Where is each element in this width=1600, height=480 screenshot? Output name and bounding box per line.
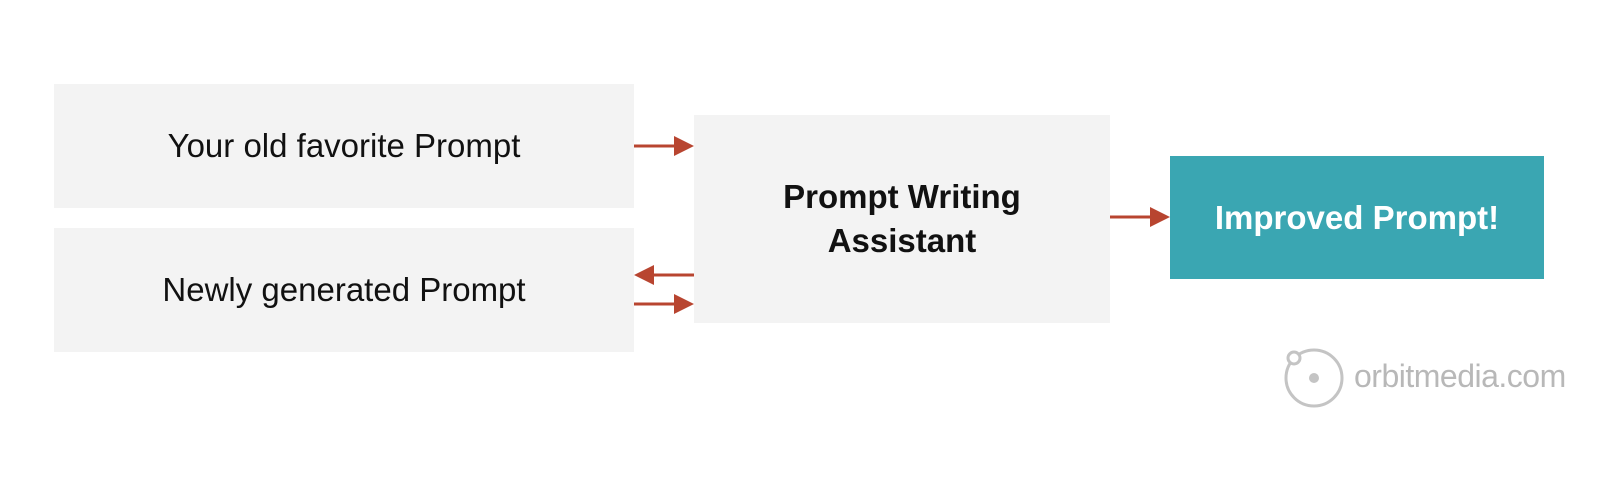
- arrow-old-to-assistant: [634, 136, 694, 156]
- node-old-favorite-prompt: Your old favorite Prompt: [54, 84, 634, 208]
- node-newly-generated-prompt: Newly generated Prompt: [54, 228, 634, 352]
- node-prompt-writing-assistant-label: Prompt Writing Assistant: [783, 178, 1021, 259]
- node-improved-prompt: Improved Prompt!: [1170, 156, 1544, 279]
- node-old-favorite-prompt-label: Your old favorite Prompt: [167, 127, 521, 164]
- arrow-assistant-to-improved: [1110, 207, 1170, 227]
- orbitmedia-watermark-text: orbitmedia.com: [1354, 358, 1566, 394]
- orbit-logo-icon: [1284, 348, 1344, 408]
- arrow-assistant-to-new: [634, 265, 694, 285]
- arrow-new-to-assistant: [634, 294, 694, 314]
- node-newly-generated-prompt-label: Newly generated Prompt: [162, 271, 526, 308]
- node-prompt-writing-assistant: Prompt Writing Assistant: [694, 115, 1110, 323]
- orbitmedia-logo: orbitmedia.com: [1282, 346, 1566, 412]
- node-improved-prompt-label: Improved Prompt!: [1214, 198, 1500, 236]
